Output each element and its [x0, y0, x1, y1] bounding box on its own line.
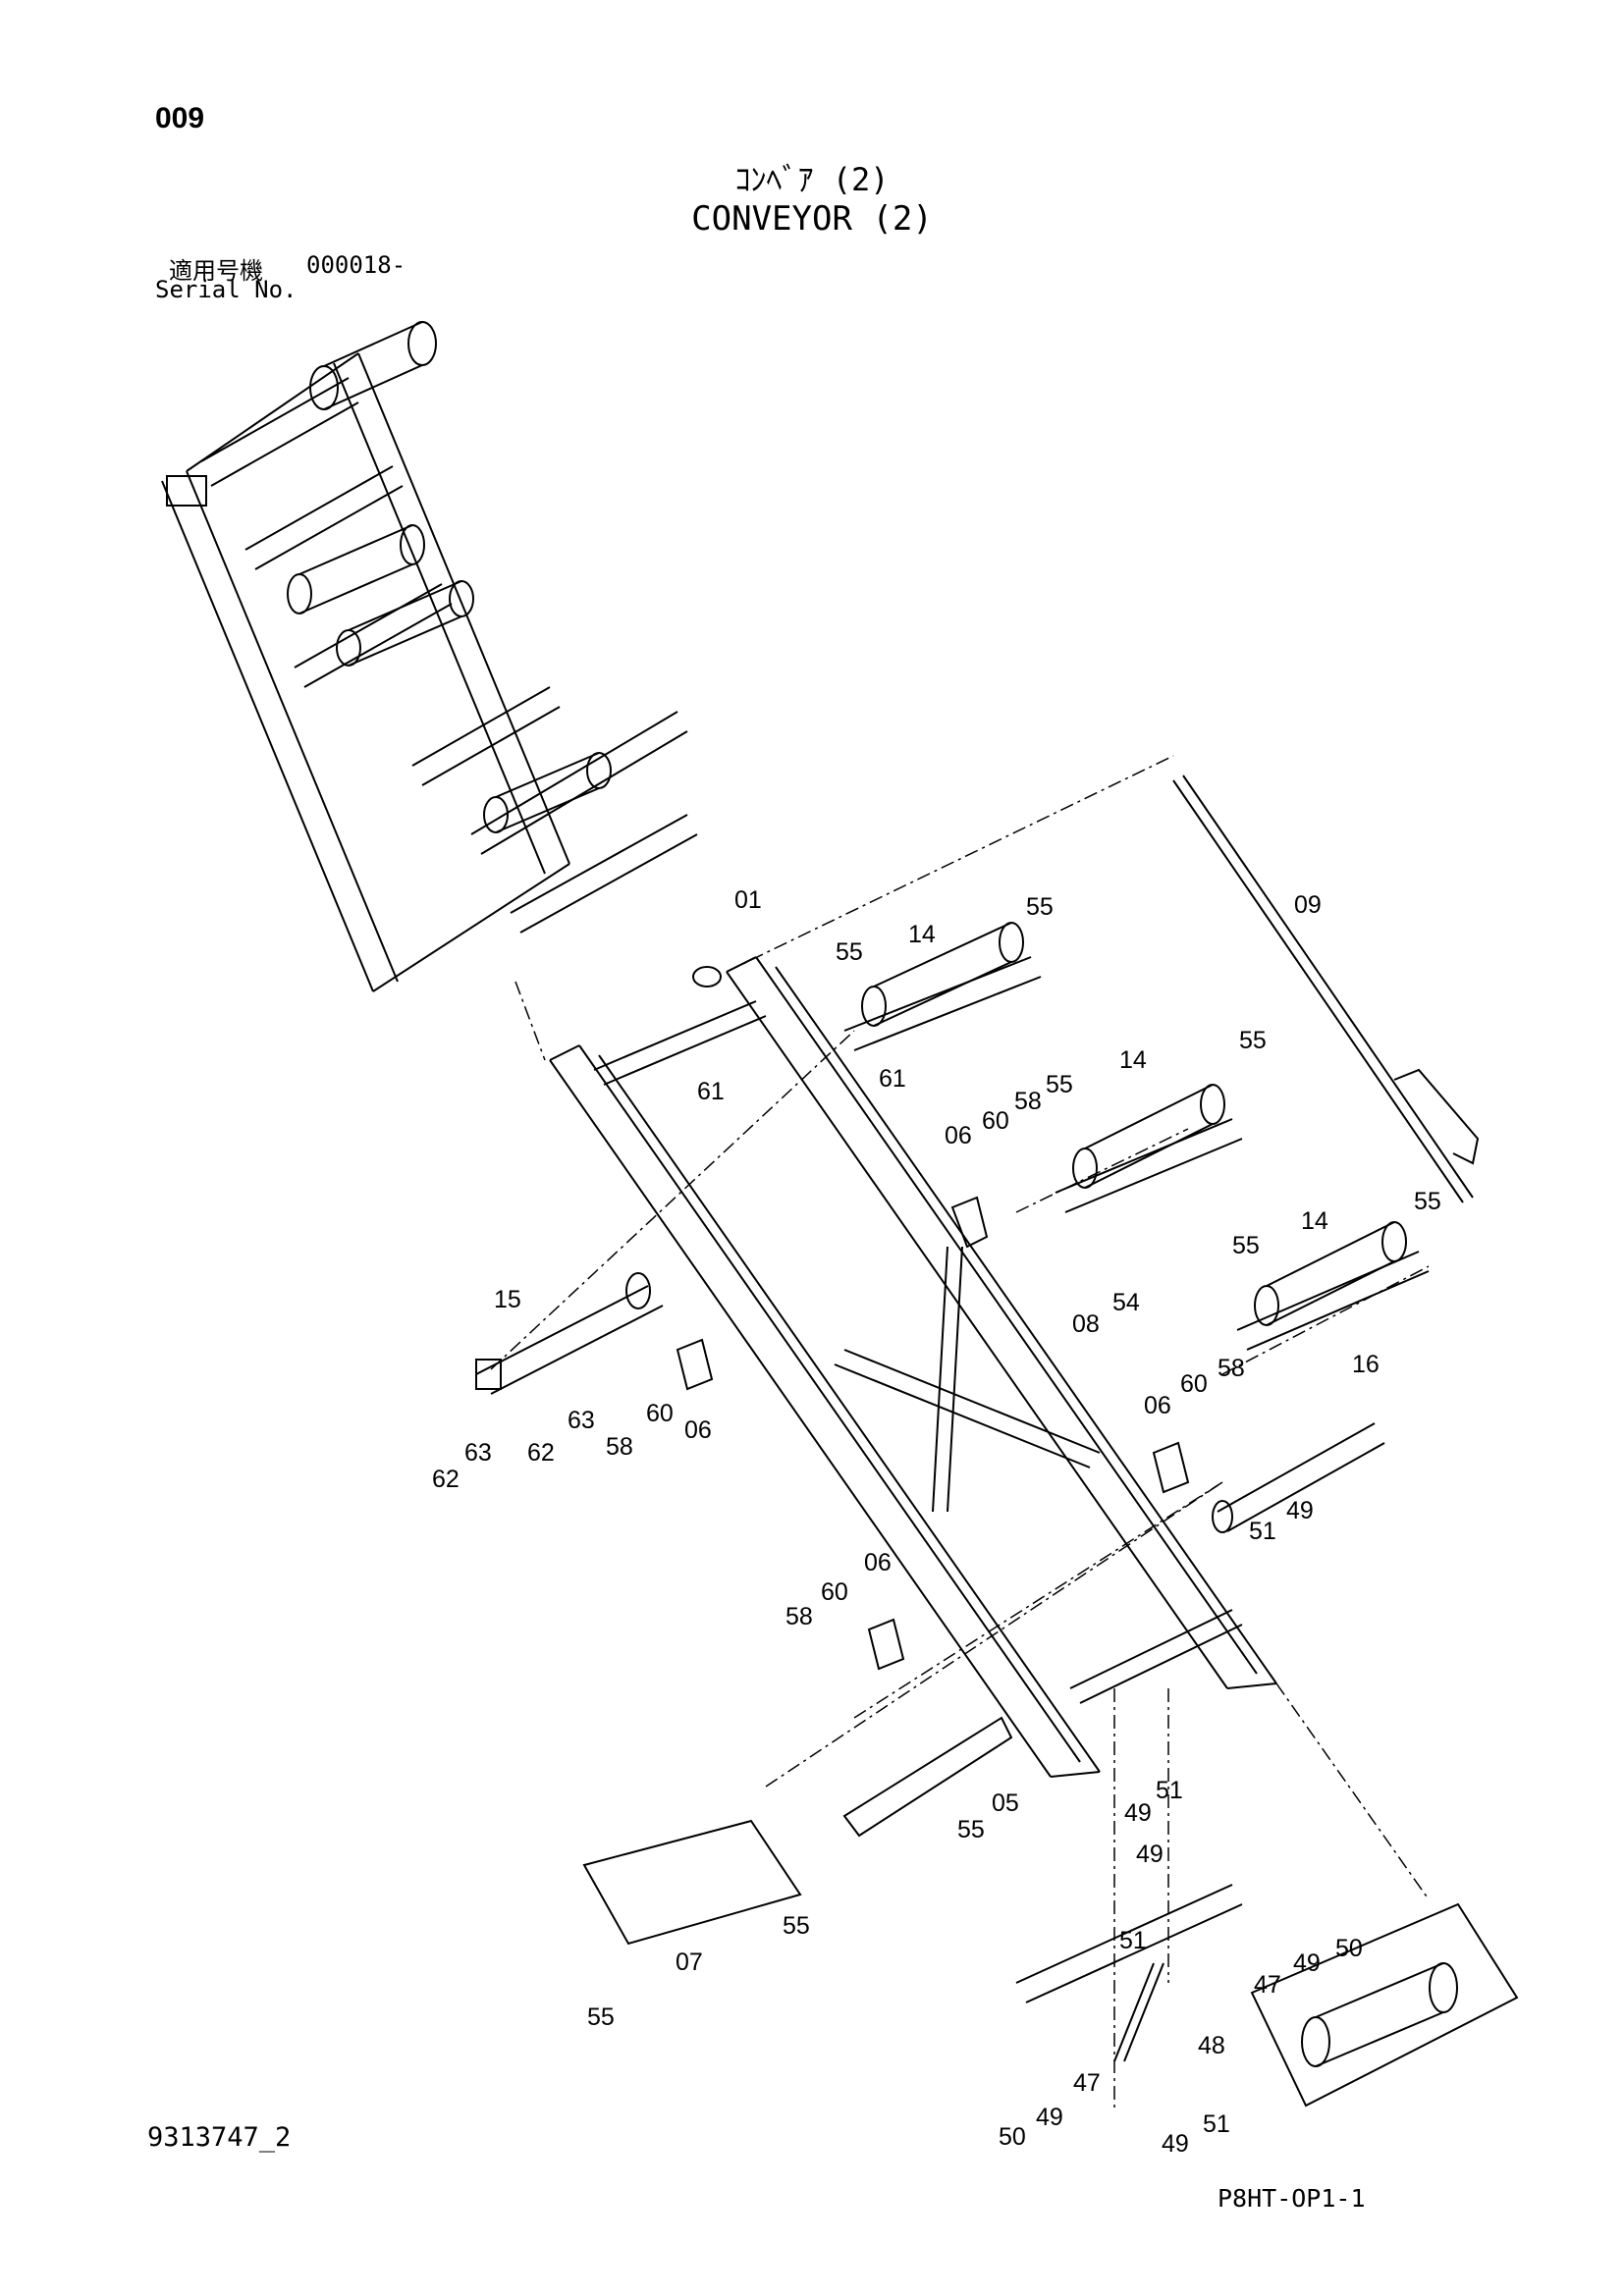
support-05 — [842, 1716, 1013, 1838]
discharge-end-assembly — [1250, 1902, 1519, 2108]
callout-60: 60 — [1180, 1370, 1208, 1398]
callout-55: 55 — [587, 2003, 615, 2031]
callout-49: 49 — [1124, 1799, 1152, 1827]
callout-49: 49 — [1136, 1841, 1164, 1868]
callout-60: 60 — [982, 1107, 1009, 1135]
callout-60: 60 — [821, 1578, 848, 1606]
upper-trough-roller-2 — [483, 752, 612, 833]
callout-15: 15 — [494, 1286, 521, 1313]
callout-09: 09 — [1294, 891, 1322, 919]
callout-06: 06 — [945, 1122, 972, 1149]
callout-49: 49 — [1162, 2130, 1189, 2158]
callout-16: 16 — [1352, 1351, 1380, 1378]
callout-51: 51 — [1156, 1777, 1183, 1804]
main-conveyor-frame — [549, 956, 1277, 1778]
callout-07: 07 — [676, 1949, 703, 1976]
plate-07 — [582, 1819, 802, 1946]
callout-51: 51 — [1249, 1518, 1276, 1545]
trough-idler-14-top — [843, 922, 1042, 1051]
callout-48: 48 — [1198, 2032, 1225, 2059]
callout-55: 55 — [1414, 1188, 1441, 1215]
alignment-lines — [490, 755, 1430, 2110]
callout-58: 58 — [606, 1433, 633, 1461]
callout-58: 58 — [785, 1603, 813, 1630]
callout-54: 54 — [1112, 1289, 1140, 1316]
callout-06: 06 — [864, 1549, 892, 1576]
callout-62: 62 — [432, 1466, 460, 1493]
callout-14: 14 — [908, 921, 936, 948]
serial-label-english: Serial No. — [155, 276, 298, 303]
callout-51: 51 — [1119, 1927, 1147, 1954]
callout-61: 61 — [879, 1065, 906, 1093]
bracket-06-d — [867, 1618, 905, 1671]
callout-08: 08 — [1072, 1310, 1100, 1338]
bracket-06-c — [1152, 1441, 1190, 1494]
return-guide-roller-16 — [1212, 1422, 1385, 1533]
trough-idler-14-bottom — [1236, 1221, 1430, 1351]
callout-58: 58 — [1014, 1088, 1042, 1115]
upper-head-roller — [309, 321, 437, 410]
callout-55: 55 — [783, 1912, 810, 1940]
callout-55: 55 — [1232, 1232, 1260, 1259]
upper-trough-roller-1 — [336, 580, 474, 667]
callout-51: 51 — [1203, 2110, 1230, 2138]
callout-58: 58 — [1218, 1355, 1245, 1382]
page-code: P8HT-OP1-1 — [1218, 2184, 1366, 2213]
upper-conveyor-frame — [161, 352, 698, 992]
callout-14: 14 — [1119, 1046, 1147, 1074]
serial-label-japanese: 適用号機 — [169, 257, 263, 285]
callout-49: 49 — [1036, 2104, 1063, 2131]
callout-49: 49 — [1286, 1497, 1314, 1524]
callout-61: 61 — [697, 1078, 725, 1105]
callout-63: 63 — [568, 1407, 595, 1434]
bracket-06-a — [950, 1196, 989, 1249]
callout-labels: 01 09 14 55 55 61 61 14 55 55 58 60 06 1… — [432, 886, 1441, 2158]
callout-06: 06 — [1144, 1392, 1171, 1419]
bracket-06-b — [676, 1338, 714, 1391]
callout-55: 55 — [1239, 1027, 1267, 1054]
callout-47: 47 — [1254, 1971, 1281, 1999]
title-english: CONVEYOR (2) — [691, 199, 933, 239]
rod-09 — [1172, 774, 1480, 1203]
callout-50: 50 — [1335, 1935, 1363, 1962]
callout-06: 06 — [684, 1416, 712, 1444]
callout-49: 49 — [1293, 1949, 1321, 1977]
callout-50: 50 — [999, 2123, 1026, 2151]
page-number: 009 — [155, 102, 205, 134]
callout-05: 05 — [992, 1789, 1019, 1817]
callout-62: 62 — [527, 1439, 555, 1467]
upper-return-roller — [287, 524, 425, 614]
callout-01: 01 — [734, 886, 762, 914]
drawing-number: 9313747_2 — [147, 2122, 292, 2153]
callout-47: 47 — [1073, 2069, 1101, 2097]
callout-55: 55 — [1026, 893, 1054, 921]
serial-number-value: 000018- — [306, 251, 406, 279]
callout-14: 14 — [1301, 1207, 1328, 1235]
trough-idler-14-middle — [1055, 1084, 1243, 1213]
callout-55: 55 — [836, 938, 863, 966]
cross-tube-47-49 — [1015, 1884, 1243, 2062]
return-roller-15 — [475, 1272, 664, 1395]
callout-63: 63 — [464, 1439, 492, 1467]
callout-55: 55 — [1046, 1071, 1073, 1098]
callout-60: 60 — [646, 1400, 674, 1427]
callout-55: 55 — [957, 1816, 985, 1843]
title-japanese: ｺﾝﾍﾞｱ (2) — [734, 161, 890, 198]
